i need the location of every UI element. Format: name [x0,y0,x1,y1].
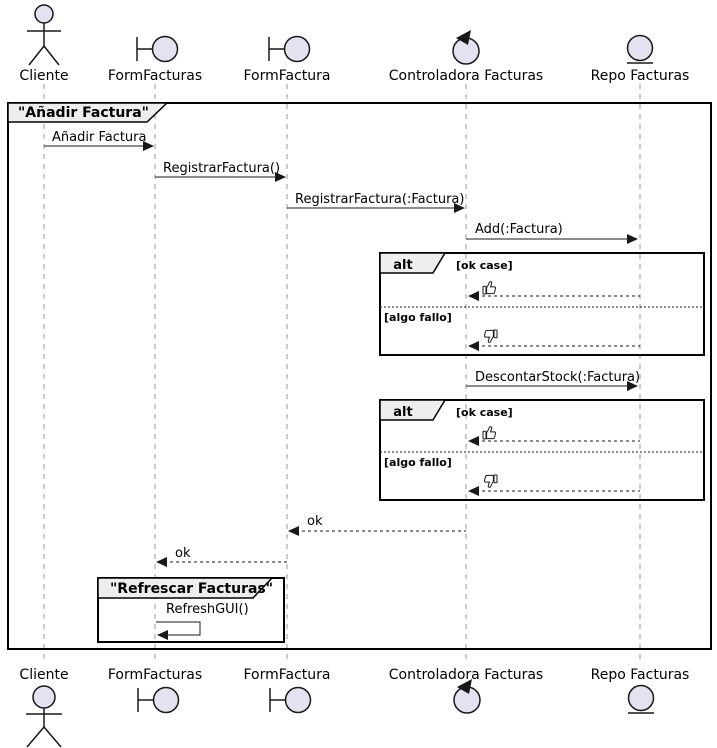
actor-icon [27,4,61,66]
boundary-icon [136,35,179,63]
participant-label-repo: Repo Facturas [591,68,690,84]
svg-text:ok: ok [307,514,323,529]
lifelines [43,84,641,664]
alt2-keyword: alt [393,405,412,420]
alt1-keyword: alt [393,258,412,273]
message-refresh-gui: RefreshGUI() [156,602,249,640]
refresh-frame: "Refrescar Facturas" RefreshGUI() [97,577,285,643]
message-ok-to-form-facturas: ok [156,546,287,567]
main-frame-title-tab [7,102,169,123]
alt1-reply-fail [468,329,640,351]
message-ok-to-form-factura: ok [288,514,466,536]
entity-icon [627,684,655,714]
thumbs-down-icon [483,329,498,343]
main-frame-title: "Añadir Factura" [18,105,149,121]
bottom-participants: Cliente FormFacturas FormFactura Control… [19,667,690,748]
control-icon [452,30,480,65]
boundary-icon [137,686,180,714]
participant-label-cliente: Cliente [19,68,68,84]
entity-icon [626,34,654,64]
messages: Añadir Factura RegistrarFactura() Regist… [44,130,640,567]
main-frame: "Añadir Factura" [7,102,712,650]
alt2-guard-ok: [ok case] [456,406,513,419]
alt-fragment-1: alt [ok case] [algo fallo] [379,252,705,356]
alt2-reply-ok [468,426,640,446]
participant-label-form-factura-bottom: FormFactura [243,667,330,683]
svg-text:RegistrarFactura(): RegistrarFactura() [163,161,280,176]
svg-text:RegistrarFactura(:Factura): RegistrarFactura(:Factura) [295,192,464,207]
svg-text:Add(:Factura): Add(:Factura) [475,222,563,237]
refresh-frame-title: "Refrescar Facturas" [110,581,273,597]
participant-label-controladora: Controladora Facturas [389,68,543,84]
participant-label-form-facturas-bottom: FormFacturas [108,667,202,683]
thumbs-up-icon [482,281,497,295]
participant-label-form-factura: FormFactura [243,68,330,84]
alt2-reply-fail [468,474,640,496]
control-icon [453,679,481,714]
svg-text:Añadir Factura: Añadir Factura [52,130,147,145]
message-add-factura: Add(:Factura) [466,222,638,244]
participant-label-controladora-bottom: Controladora Facturas [389,667,543,683]
refresh-frame-title-tab [97,577,274,599]
alt1-guard-fail: [algo fallo] [384,311,452,324]
message-anadir-factura: Añadir Factura [44,130,154,151]
boundary-icon [269,686,312,714]
message-descontar-stock: DescontarStock(:Factura) [466,370,640,391]
alt2-keyword-tab [379,399,447,421]
alt-fragment-2: alt [ok case] [algo fallo] [379,399,705,501]
thumbs-up-icon [482,426,497,440]
message-registrar-factura-param: RegistrarFactura(:Factura) [287,192,465,213]
boundary-icon [268,35,311,63]
alt1-reply-ok [468,281,640,301]
svg-text:RefreshGUI(): RefreshGUI() [166,602,249,617]
participant-label-form-facturas: FormFacturas [108,68,202,84]
thumbs-down-icon [483,474,498,488]
alt1-keyword-tab [379,252,447,274]
participant-label-cliente-bottom: Cliente [19,667,68,683]
participant-label-repo-bottom: Repo Facturas [591,667,690,683]
svg-text:ok: ok [175,546,191,561]
top-participants: Cliente FormFacturas FormFactura Control… [19,4,690,84]
alt1-guard-ok: [ok case] [456,259,513,272]
svg-text:DescontarStock(:Factura): DescontarStock(:Factura) [475,370,640,385]
alt2-guard-fail: [algo fallo] [384,456,452,469]
message-registrar-factura: RegistrarFactura() [155,161,286,182]
actor-icon [26,685,62,748]
